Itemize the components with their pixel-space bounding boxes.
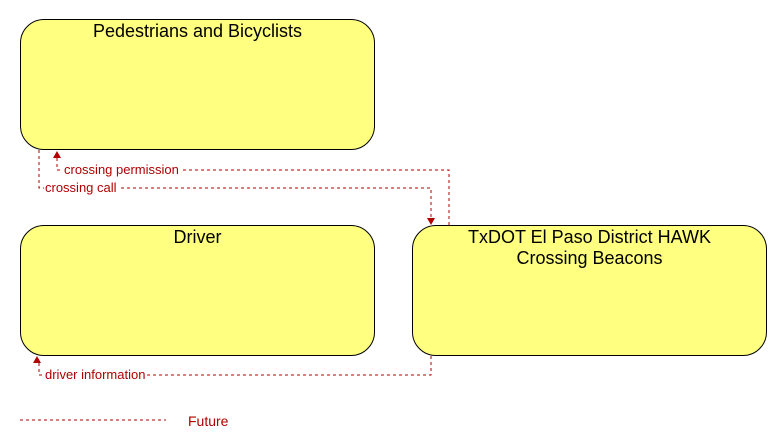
node-title: Driver — [173, 227, 222, 247]
arrowhead-driver-information — [33, 356, 41, 363]
node-pedestrians-and-bicyclists[interactable]: Pedestrians and Bicyclists — [20, 19, 375, 150]
node-title: TxDOT El Paso District HAWK Crossing Bea… — [467, 227, 712, 268]
flow-label-driver-information: driver information — [44, 367, 147, 382]
node-hawk-crossing-beacons[interactable]: TxDOT El Paso District HAWK Crossing Bea… — [412, 225, 767, 356]
node-title: Pedestrians and Bicyclists — [92, 21, 303, 41]
legend-future-label: Future — [188, 413, 229, 429]
flow-label-crossing-call: crossing call — [44, 180, 118, 195]
flow-label-crossing-permission: crossing permission — [63, 162, 180, 177]
node-driver[interactable]: Driver — [20, 225, 375, 356]
flow-line-crossing-call — [38, 150, 432, 220]
arrowhead-crossing-permission — [53, 151, 61, 158]
arrowhead-crossing-call — [427, 218, 435, 225]
